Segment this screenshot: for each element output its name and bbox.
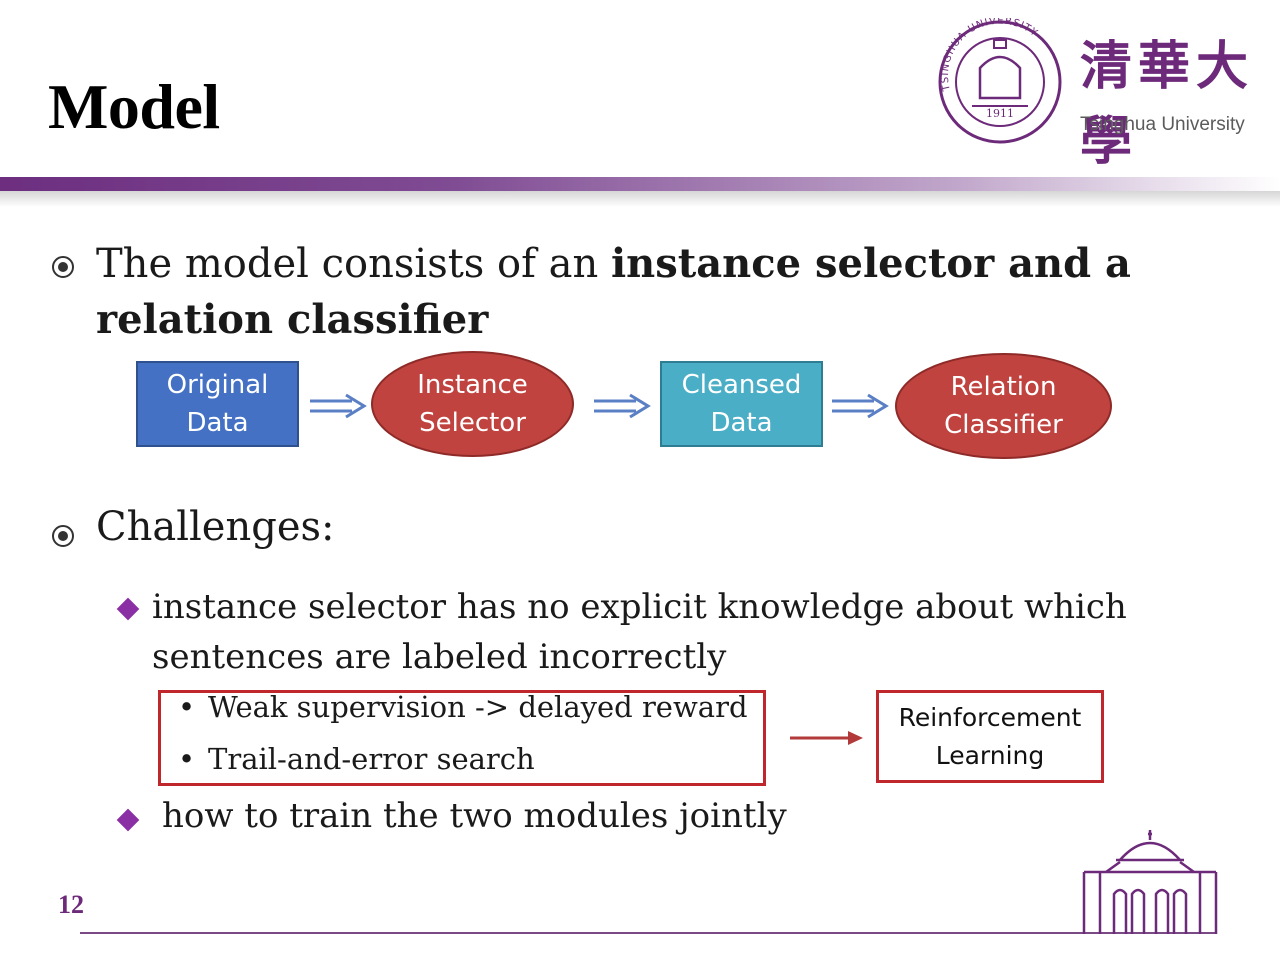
point-weak-supervision: Weak supervision -> delayed reward (208, 690, 748, 724)
flow-node-line2: Selector (419, 408, 526, 438)
bullet-challenges: Challenges: (96, 504, 335, 550)
header-gradient-bar (0, 177, 1280, 191)
diamond-bullet-icon (116, 597, 140, 621)
rl-line2: Learning (935, 740, 1045, 770)
right-arrow-icon (790, 731, 863, 745)
point-trial-error: Trail-and-error search (208, 742, 535, 776)
flow-node-line1: Relation (950, 372, 1057, 402)
university-building-icon (1082, 830, 1218, 934)
point-bullet-icon: • (178, 742, 196, 776)
university-seal-icon: 1911 TSINGHUA UNIVERSITY (938, 18, 1062, 144)
flow-node-line2: Data (186, 408, 249, 438)
flow-node-line2: Data (710, 408, 773, 438)
header-bar-shadow (0, 191, 1280, 207)
highlight-box (158, 690, 766, 786)
rl-line1: Reinforcement (898, 702, 1082, 732)
bullet-bold-text: instance selector and a relation classif… (96, 240, 1131, 343)
flow-node-original-data: Original Data (136, 361, 299, 447)
diamond-bullet-icon (116, 808, 140, 832)
double-arrow-icon (832, 393, 889, 419)
flow-node-line2: Classifier (944, 410, 1063, 440)
svg-text:TSINGHUA UNIVERSITY: TSINGHUA UNIVERSITY (940, 18, 1040, 93)
footer-divider (80, 932, 1216, 934)
tsinghua-logo: 1911 TSINGHUA UNIVERSITY 清華大學 Tsinghua U… (936, 18, 1256, 172)
bullet-prefix: The model consists of an (96, 241, 611, 287)
svg-text:1911: 1911 (986, 107, 1014, 120)
flow-node-instance-selector: Instance Selector (371, 351, 574, 457)
bullet-model-composition: The model consists of an instance select… (96, 236, 1216, 348)
flow-node-line1: Cleansed (681, 370, 802, 400)
page-number: 12 (58, 890, 84, 919)
flow-node-line1: Instance (417, 370, 528, 400)
flow-node-cleansed-data: Cleansed Data (660, 361, 823, 447)
double-arrow-icon (310, 393, 367, 419)
challenge-item-1: instance selector has no explicit knowle… (152, 587, 1127, 677)
double-arrow-icon (594, 393, 651, 419)
flow-node-relation-classifier: Relation Classifier (895, 353, 1112, 459)
challenge-item-2: how to train the two modules jointly (162, 796, 787, 836)
circle-bullet-icon (52, 256, 74, 278)
slide-title: Model (48, 71, 220, 142)
english-university-name: Tsinghua University (1080, 114, 1245, 135)
chinese-university-name: 清華大學 (1080, 36, 1255, 172)
flow-node-line1: Original (166, 370, 269, 400)
circle-bullet-icon (52, 525, 74, 547)
reinforcement-learning-box: Reinforcement Learning (876, 690, 1104, 783)
point-bullet-icon: • (178, 690, 196, 724)
